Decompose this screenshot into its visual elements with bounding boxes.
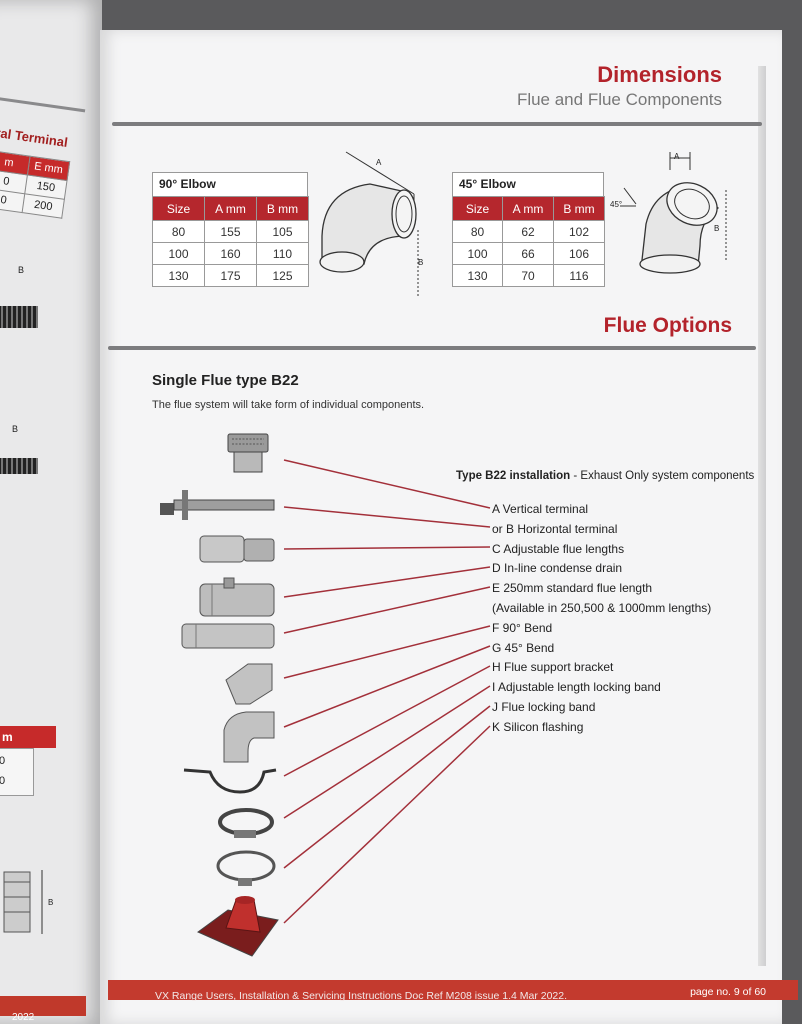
leader-line (283, 665, 491, 777)
standard-flue-icon (181, 623, 275, 649)
page-title: Dimensions (597, 62, 722, 87)
elbow-45-caption: 45° Elbow (452, 172, 604, 196)
paper-edge (758, 66, 766, 966)
table-header: Size (152, 196, 205, 221)
leader-lines (283, 459, 491, 924)
list-item: G 45° Bend (492, 640, 555, 655)
previous-page-pipe (0, 306, 38, 328)
list-item: C Adjustable flue lengths (492, 541, 625, 556)
installation-heading: Type B22 installation - Exhaust Only sys… (456, 470, 754, 482)
list-item: D In-line condense drain (492, 561, 623, 576)
leader-line (283, 546, 491, 550)
locking-band-icon (216, 850, 276, 886)
leader-line (283, 705, 491, 869)
table-row: 130 70 116 (452, 264, 605, 287)
leader-line (283, 725, 491, 924)
list-item: or B Horizontal terminal (492, 521, 618, 536)
horizontal-terminal-icon (160, 490, 275, 520)
page-number: page no. 9 of 60 (690, 986, 766, 998)
table-cell: 70 (502, 264, 554, 287)
elbow-90-label-b: B (418, 258, 424, 267)
list-item: K Silicon flashing (492, 719, 584, 734)
elbow-45-grid: Size A mm B mm 80 62 102 100 66 106 130 … (452, 196, 605, 287)
table-header: Size (452, 196, 503, 221)
elbow-90-diagram (319, 151, 419, 296)
leader-line (283, 685, 491, 819)
flue-options-title: Flue Options (603, 314, 732, 337)
elbow-45-label-angle: 45° (610, 200, 623, 209)
previous-page-title: tal Terminal (0, 125, 69, 150)
component-list: A Vertical terminal or B Horizontal term… (492, 500, 711, 738)
previous-page-mid-header: m (0, 726, 56, 748)
table-row: 80 155 105 (152, 220, 309, 243)
previous-page-rule (0, 96, 86, 113)
previous-page-label-b: B (18, 265, 25, 275)
previous-page-label-b3: B (48, 898, 54, 907)
bend-45-icon (225, 663, 273, 705)
elbow-45-diagram (620, 152, 727, 274)
elbow-90-label-a: A (376, 158, 382, 167)
previous-page-mid-cell: 0 (0, 775, 6, 787)
list-item: H Flue support bracket (492, 660, 614, 675)
silicon-flashing-icon (197, 896, 279, 957)
previous-page-year: 2022 (12, 1012, 35, 1023)
previous-page-mid-box: 0 0 (0, 748, 34, 796)
bend-90-icon (223, 711, 275, 763)
leader-line (283, 625, 491, 679)
leader-line (283, 566, 491, 598)
section-divider (112, 122, 762, 126)
elbow-45-table: 45° Elbow Size A mm B mm 80 62 102 100 6… (452, 172, 605, 287)
installation-heading-text: - Exhaust Only system components (570, 470, 755, 482)
previous-page-label-b2: B (12, 424, 19, 434)
table-row: 100 66 106 (452, 242, 605, 265)
support-bracket-icon (183, 768, 277, 794)
elbow-90-table: 90° Elbow Size A mm B mm 80 155 105 100 … (152, 172, 309, 287)
section-divider (108, 346, 756, 350)
previous-page-terminal-icon (3, 870, 43, 934)
manual-page: Dimensions Flue and Flue Components 90° … (100, 30, 798, 1024)
installation-heading-bold: Type B22 installation (456, 470, 571, 482)
table-cell: 125 (256, 264, 309, 287)
leader-line (283, 645, 491, 728)
list-item: J Flue locking band (492, 699, 596, 714)
elbow-90-caption: 90° Elbow (152, 172, 308, 196)
table-cell: 116 (553, 264, 605, 287)
section-heading: Single Flue type B22 (152, 372, 299, 389)
table-cell: 130 (452, 264, 503, 287)
table-cell: 110 (256, 242, 309, 265)
vertical-terminal-icon (227, 433, 269, 473)
footer-band (108, 980, 798, 1000)
adjustable-band-icon (218, 808, 274, 838)
elbow-45-label-a: A (674, 152, 680, 161)
table-cell: 105 (256, 220, 309, 243)
table-header: B mm (553, 196, 605, 221)
list-item: (Available in 250,500 & 1000mm lengths) (492, 600, 712, 615)
adjustable-flue-icon (199, 535, 275, 563)
elbow-90-grid: Size A mm B mm 80 155 105 100 160 110 13… (152, 196, 309, 287)
table-cell: 130 (152, 264, 205, 287)
component-illustrations (160, 433, 279, 957)
leader-line (283, 586, 491, 634)
leader-line (283, 459, 491, 509)
table-header: B mm (256, 196, 309, 221)
previous-page-mid-cell: 0 (0, 755, 6, 767)
page-subtitle: Flue and Flue Components (516, 90, 722, 109)
previous-page: tal Terminal m E mm 0 150 0 200 B B m 0 … (0, 0, 102, 1024)
previous-page-table: m E mm 0 150 0 200 (0, 150, 70, 219)
table-row: 130 175 125 (152, 264, 309, 287)
list-item: I Adjustable length locking band (492, 680, 661, 695)
previous-page-footer (0, 996, 86, 1016)
section-description: The flue system will take form of indivi… (152, 399, 425, 411)
elbow-45-label-b: B (714, 224, 720, 233)
leader-line (283, 506, 491, 528)
previous-page-pipe (0, 458, 38, 474)
footer-text: VX Range Users, Installation & Servicing… (155, 990, 568, 1002)
list-item: A Vertical terminal (492, 502, 589, 516)
list-item: E 250mm standard flue length (492, 581, 653, 596)
table-cell: 175 (204, 264, 257, 287)
table-cell: 106 (553, 242, 605, 265)
condense-drain-icon (199, 577, 275, 617)
list-item: F 90° Bend (492, 620, 553, 635)
table-row: 100 160 110 (152, 242, 309, 265)
